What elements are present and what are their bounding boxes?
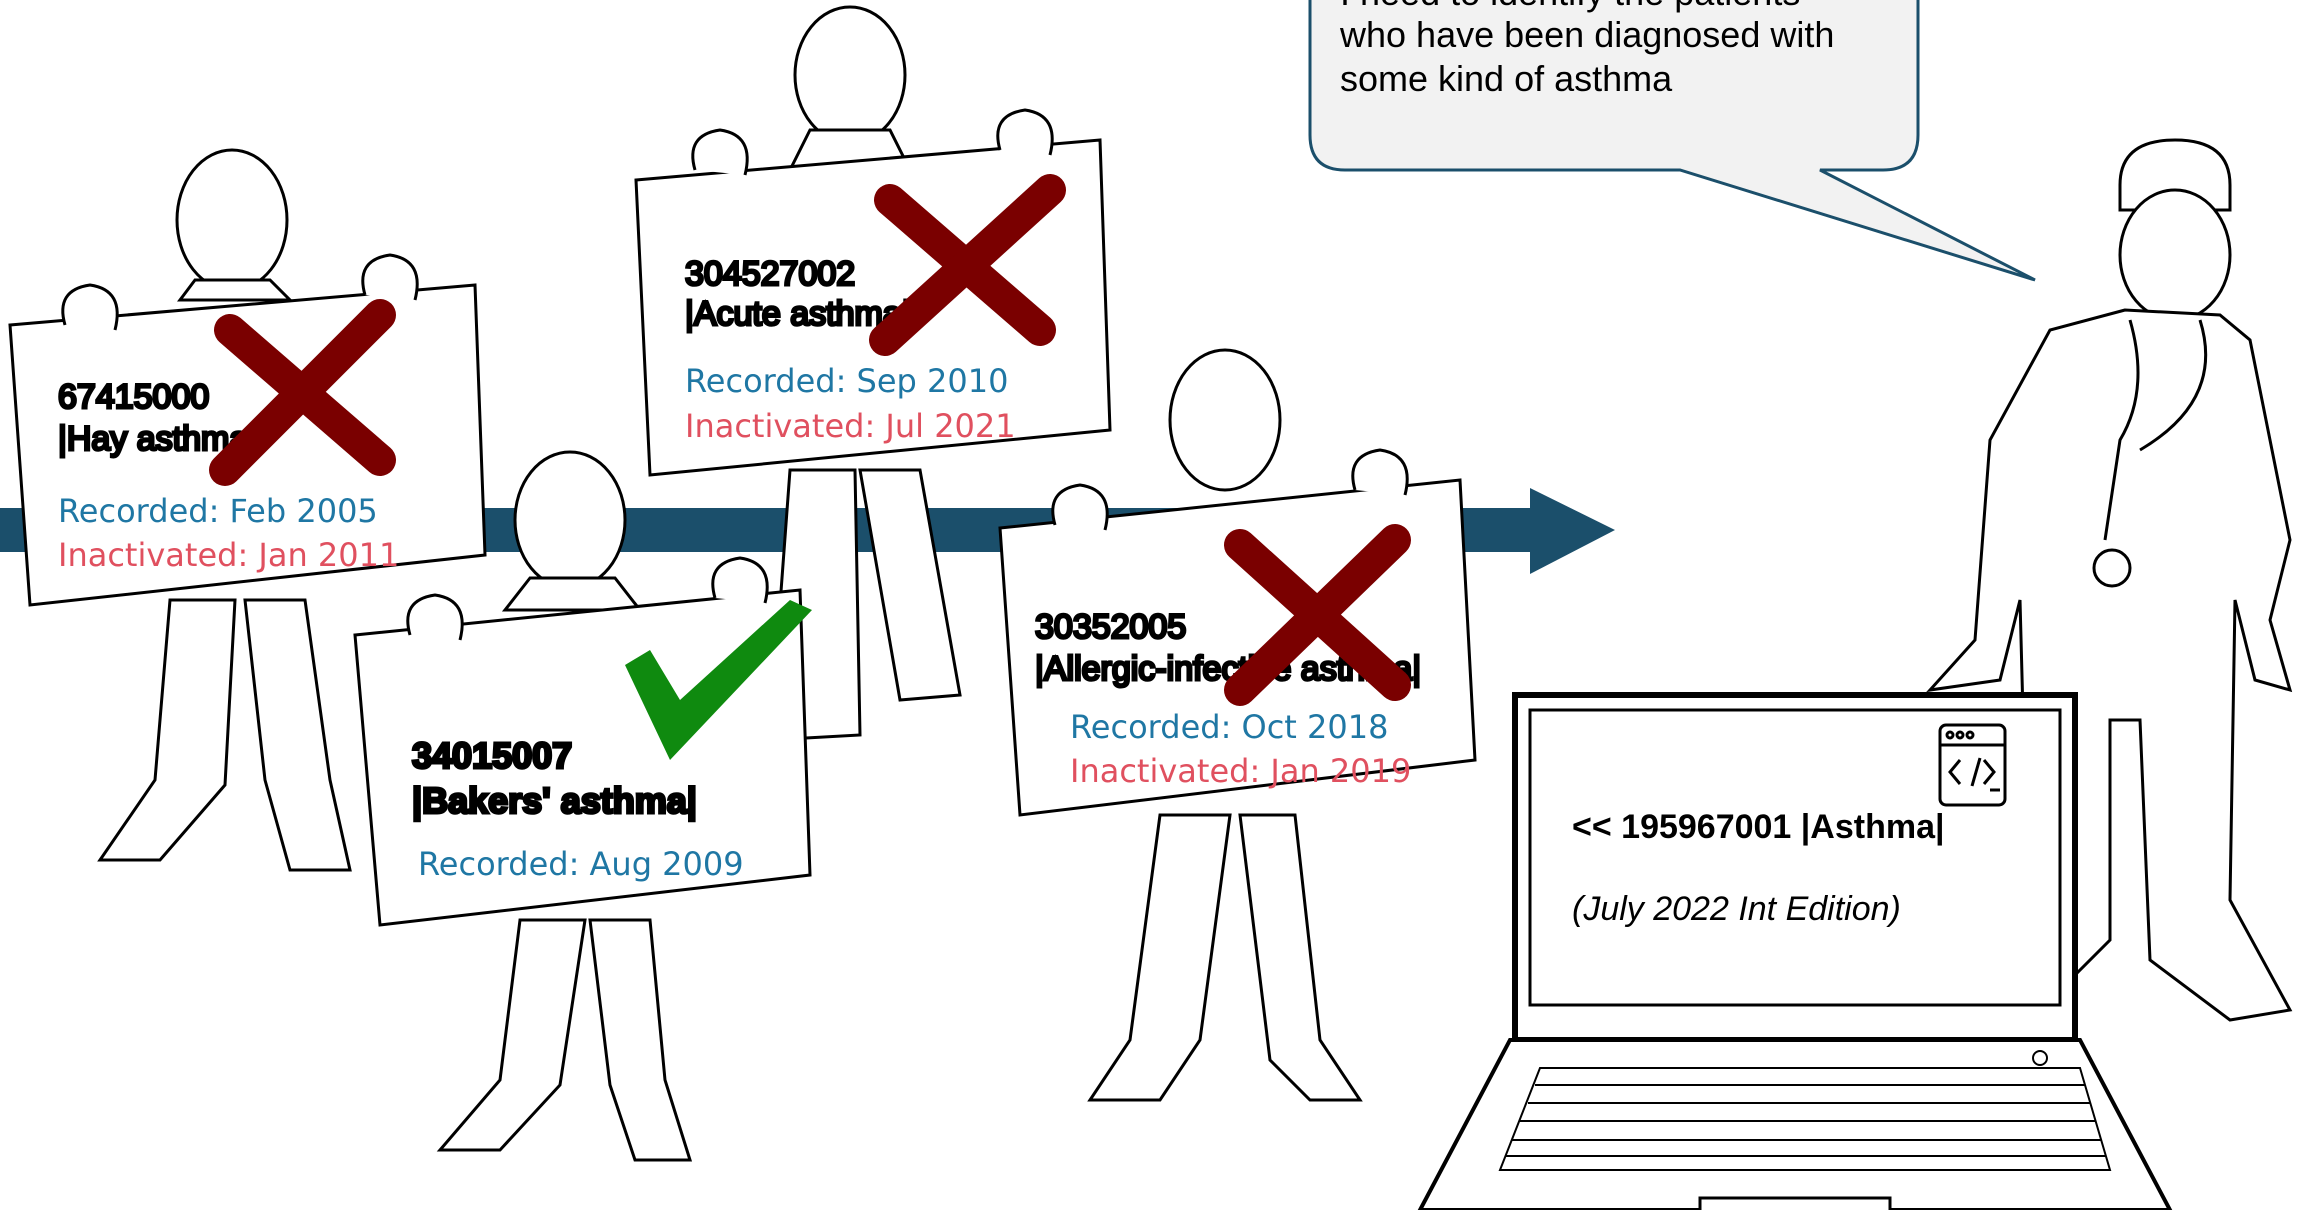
sign-code: 67415000 bbox=[58, 378, 209, 416]
rejected-cross-icon bbox=[869, 174, 1066, 356]
sign-term: |Bakers' asthma| bbox=[412, 780, 697, 822]
sign-recorded: Recorded: Oct 2018 bbox=[1070, 708, 1388, 746]
laptop: << 195967001 |Asthma| (July 2022 Int Edi… bbox=[1417, 692, 2173, 1210]
sign-recorded: Recorded: Aug 2009 bbox=[418, 845, 744, 883]
query-text: << 195967001 |Asthma| bbox=[1572, 808, 1945, 846]
rejected-cross-icon bbox=[1224, 524, 1411, 706]
bubble-line-2: who have been diagnosed with bbox=[1339, 14, 1834, 55]
speech-bubble: I need to identify the patients who have… bbox=[1308, 0, 2036, 282]
sign-recorded: Recorded: Sep 2010 bbox=[685, 362, 1008, 400]
sign-hay-asthma: 67415000 |Hay asthma| Recorded: Feb 2005… bbox=[8, 253, 487, 607]
sign-term: |Acute asthma| bbox=[685, 295, 911, 333]
accepted-check-icon bbox=[625, 600, 812, 760]
sign-code: 304527002 bbox=[685, 255, 855, 293]
person-bakers-asthma: 34015007 |Bakers' asthma| Recorded: Aug … bbox=[353, 450, 812, 1162]
sign-code: 34015007 bbox=[412, 735, 572, 776]
doctor-figure bbox=[1926, 138, 2293, 1022]
sign-code: 30352005 bbox=[1035, 608, 1186, 646]
rejected-cross-icon bbox=[209, 299, 396, 486]
sign-allergic-infective-asthma: 30352005 |Allergic-infective asthma| Rec… bbox=[998, 448, 1477, 817]
code-window-icon bbox=[1938, 723, 2007, 807]
edition-text: (July 2022 Int Edition) bbox=[1572, 890, 1901, 928]
bubble-line-3: some kind of asthma bbox=[1340, 58, 1673, 99]
keyboard bbox=[1498, 1067, 2112, 1171]
sign-inactivated: Inactivated: Jan 2011 bbox=[58, 536, 399, 574]
sign-bakers-asthma: 34015007 |Bakers' asthma| Recorded: Aug … bbox=[353, 556, 812, 927]
sign-recorded: Recorded: Feb 2005 bbox=[58, 492, 378, 530]
person-hay-asthma: 67415000 |Hay asthma| Recorded: Feb 2005… bbox=[8, 148, 487, 872]
person-allergic-infective-asthma: 30352005 |Allergic-infective asthma| Rec… bbox=[998, 348, 1477, 1102]
sign-inactivated: Inactivated: Jul 2021 bbox=[685, 407, 1016, 445]
bubble-line-1: I need to identify the patients bbox=[1340, 0, 1800, 13]
person-acute-asthma: 304527002 |Acute asthma| Recorded: Sep 2… bbox=[634, 5, 1112, 742]
sign-inactivated: Inactivated: Jan 2019 bbox=[1070, 752, 1411, 790]
sign-acute-asthma: 304527002 |Acute asthma| Recorded: Sep 2… bbox=[634, 108, 1112, 477]
